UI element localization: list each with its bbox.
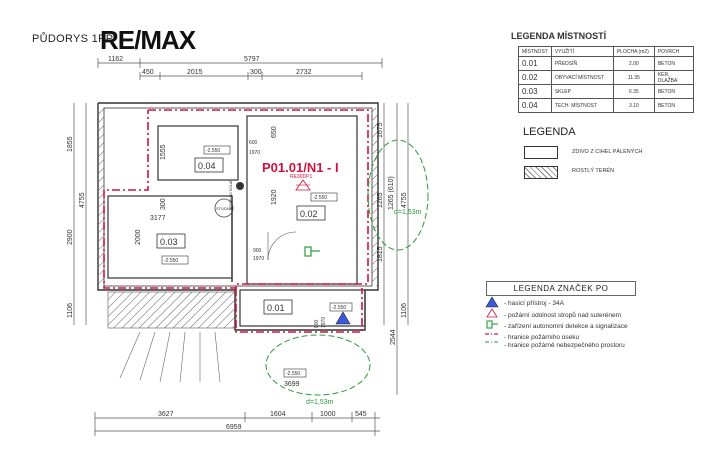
room-id-003: 0.03 — [160, 237, 178, 247]
dim-inner-9: 900 — [253, 248, 262, 254]
room-legend-table: MÍSTNOST VYUŽITÍ PLOCHA (m2) POVRCH 0.01… — [518, 46, 694, 113]
stair-label: STUDNA — [216, 206, 233, 211]
legend-detector: - zařízení autonomní detekce a signaliza… — [504, 323, 628, 330]
dim-bottom-4: 545 — [355, 411, 367, 418]
room-id-004: 0.04 — [198, 161, 216, 171]
col-header: MÍSTNOST — [518, 46, 552, 57]
dim-inner-1: 1555 — [160, 144, 167, 160]
terrain-swatch — [524, 166, 558, 179]
dim-left-1: 1855 — [67, 136, 74, 152]
col-header: POVRCH — [653, 46, 694, 57]
dim-top2-3: 300 — [250, 69, 262, 76]
dim-top-2: 5797 — [244, 56, 260, 63]
dim-right-4: 1265 (610) — [388, 176, 395, 210]
level-003: -2.550 — [164, 258, 178, 264]
col-header: PLOCHA (m2) — [612, 46, 655, 57]
legend-fire-boundary: - hranice požárního úseku — [504, 334, 580, 341]
dim-inner-5: 650 — [271, 126, 278, 138]
legend-extinguisher: - hasicí přístroj - 34A — [504, 300, 564, 307]
dim-inner-2: 600 — [249, 140, 258, 146]
table-row: 0.02 OBÝVACÍ MÍSTNOST 11.35 KER. DLAŽBA — [518, 70, 694, 85]
room-legend-title: LEGENDA MÍSTNOSTÍ — [511, 31, 607, 41]
dim-right-6: 1106 — [401, 303, 408, 318]
dim-bottom-2: 1604 — [270, 411, 286, 418]
dim-inner-10: 1970 — [253, 256, 264, 262]
dim-left-4: 1106 — [67, 303, 74, 318]
dim-right-2: 4755 — [401, 192, 408, 208]
dim-inner-11: 800 — [314, 319, 320, 328]
dim-right-5: 1815 — [377, 246, 384, 262]
section-label: P01.01/N1 - I — [262, 160, 339, 175]
dim-right-1: 1675 — [377, 122, 384, 138]
dim-top2-2: 2015 — [187, 69, 203, 76]
symbol-legend-title: LEGENDA ZNAČEK PO — [486, 281, 636, 296]
distance-right: d=1,53m — [394, 209, 422, 216]
table-row: 0.04 TECH. MÍSTNOST 3.10 BETON — [518, 98, 694, 113]
dim-bottom-3: 1000 — [320, 411, 336, 418]
fire-resistance-icon — [486, 308, 498, 318]
dim-inner-13: 3699 — [284, 381, 300, 388]
table-row: 0.01 PŘEDSÍŇ 2.00 BETON — [518, 56, 694, 71]
dim-left-2: 4755 — [79, 192, 86, 208]
level-004: -2.550 — [206, 148, 220, 154]
detector-icon — [486, 320, 493, 329]
table-row: 0.03 SKLEP 6.35 BETON — [518, 84, 694, 99]
dim-bottom-total: 6959 — [226, 424, 242, 431]
brick-swatch — [524, 146, 558, 159]
col-header: VYUŽITÍ — [550, 46, 614, 57]
level-001: -2.550 — [332, 305, 346, 311]
level-outside: -2.550 — [286, 371, 300, 377]
distance-bottom: d=1,53m — [306, 399, 334, 406]
dim-inner-12: 1970 — [321, 317, 327, 328]
detector-icon — [304, 246, 312, 257]
page-title: PŮDORYS 1PP — [32, 33, 114, 45]
dim-right-7: 2544 — [390, 329, 397, 345]
legend-terrain: ROSTLÝ TERÉN — [572, 168, 615, 174]
extinguisher-icon — [335, 311, 351, 325]
level-002: -2.550 — [313, 195, 327, 201]
symbol-legend-icons — [485, 296, 500, 343]
legend-brick: ZDIVO Z CIHEL PÁLENÝCH — [572, 149, 643, 155]
stamp-label: RE30DP1 — [290, 174, 312, 180]
remax-logo: RE/MAX — [100, 25, 196, 55]
dim-inner-3: 1970 — [249, 150, 260, 156]
dim-right-3: 1265 — [377, 192, 384, 208]
dim-inner-4: 1920 — [271, 189, 278, 205]
legend-fire-resistance: - požární odolnost stropů nad suterénem — [504, 312, 622, 319]
dim-bottom-1: 3627 — [158, 411, 174, 418]
dim-inner-6: 3177 — [150, 215, 166, 222]
door-tag: VSTUP DO KOLAR. — [229, 178, 233, 210]
material-legend-title: LEGENDA — [523, 126, 576, 138]
dim-inner-8: 300 — [160, 198, 167, 210]
room-id-002: 0.02 — [300, 209, 318, 219]
room-id-001: 0.01 — [267, 303, 285, 313]
dim-top2-4: 2732 — [296, 69, 312, 76]
dim-inner-7: 2000 — [135, 229, 142, 245]
dim-top-1: 1162 — [108, 56, 123, 63]
extinguisher-icon — [485, 296, 499, 308]
legend-hazard-boundary: - hranice požárně nebezpečného prostoru — [504, 342, 625, 349]
dim-left-3: 2900 — [67, 229, 74, 245]
dim-top2-1: 450 — [142, 69, 154, 76]
